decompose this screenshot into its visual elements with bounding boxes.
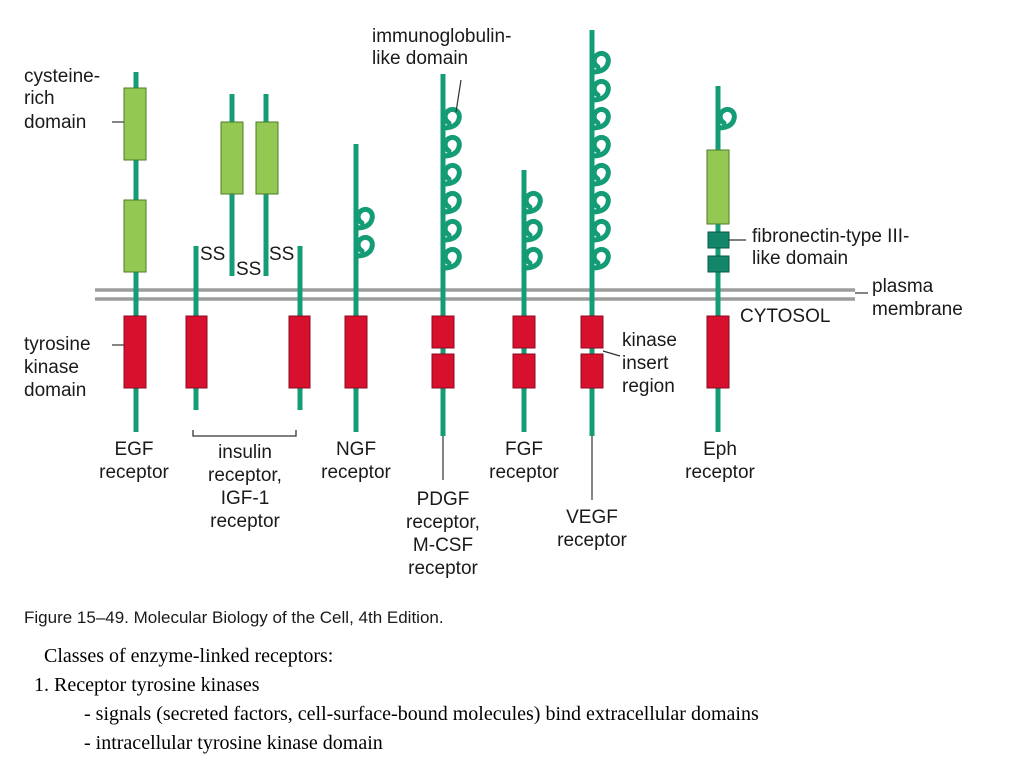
vegf-name-2: receptor — [557, 530, 627, 551]
ngf-receptor — [344, 144, 372, 432]
insulin-name-4: receptor — [210, 511, 280, 532]
pdgf-name-3: M-CSF — [413, 535, 473, 556]
plasma-label-2: membrane — [872, 299, 963, 320]
cytosol-label: CYTOSOL — [740, 306, 830, 327]
egf-name-2: receptor — [99, 462, 169, 483]
vegf-receptor — [580, 30, 608, 500]
tyrosine-label-3: domain — [24, 380, 86, 401]
immunoglobulin-label-2: like domain — [372, 48, 468, 69]
leader-lines — [112, 79, 868, 357]
bracket — [192, 430, 297, 437]
fibronectin-label-2: like domain — [752, 248, 848, 269]
plasma-membrane — [95, 288, 855, 301]
insulin-name-3: IGF-1 — [221, 488, 270, 509]
ss-bond-label: SS — [269, 244, 294, 265]
kinase-insert-label-3: region — [622, 376, 675, 397]
receptor-diagram: SS SS SS — [24, 26, 963, 579]
slide-notes: Classes of enzyme-linked receptors: 1. R… — [34, 642, 759, 758]
ss-bond-label: SS — [236, 259, 261, 280]
tyrosine-kinase-domain — [123, 315, 147, 389]
fibronectin-label-1: fibronectin-type III- — [752, 226, 909, 247]
plasma-label-1: plasma — [872, 276, 934, 297]
insulin-name-2: receptor, — [208, 465, 282, 486]
immunoglobulin-label-1: immunoglobulin- — [372, 26, 511, 47]
cysteine-label-1: cysteine- — [24, 66, 100, 87]
notes-item-1: 1. Receptor tyrosine kinases — [34, 674, 260, 696]
kinase-insert-label-1: kinase — [622, 330, 677, 351]
cysteine-label-3: domain — [24, 112, 86, 133]
tyrosine-label-2: kinase — [24, 357, 79, 378]
fgf-receptor — [512, 170, 540, 432]
egf-name-1: EGF — [114, 439, 153, 460]
eph-name-2: receptor — [685, 462, 755, 483]
fgf-name-2: receptor — [489, 462, 559, 483]
ss-bond-label: SS — [200, 244, 225, 265]
fgf-name-1: FGF — [505, 439, 543, 460]
ngf-name-1: NGF — [336, 439, 376, 460]
cysteine-rich-domain-1 — [123, 87, 147, 161]
cysteine-label-2: rich — [24, 88, 55, 109]
vegf-name-1: VEGF — [566, 507, 618, 528]
insulin-receptor: SS SS SS — [185, 94, 311, 437]
notes-bullet-2: - intracellular tyrosine kinase domain — [84, 732, 383, 754]
insulin-name-1: insulin — [218, 442, 272, 463]
kinase-insert-label-2: insert — [622, 353, 669, 374]
eph-name-1: Eph — [703, 439, 737, 460]
eph-receptor — [706, 86, 734, 432]
pdgf-name-1: PDGF — [417, 489, 470, 510]
pdgf-name-2: receptor, — [406, 512, 480, 533]
pdgf-name-4: receptor — [408, 558, 478, 579]
figure-caption: Figure 15–49. Molecular Biology of the C… — [24, 608, 444, 627]
notes-bullet-1: - signals (secreted factors, cell-surfac… — [84, 703, 759, 725]
egf-receptor — [123, 72, 147, 432]
pdgf-receptor — [431, 74, 459, 480]
cysteine-rich-domain-2 — [123, 199, 147, 273]
fibronectin-domain-2 — [707, 255, 730, 273]
notes-heading: Classes of enzyme-linked receptors: — [44, 645, 334, 667]
tyrosine-label-1: tyrosine — [24, 334, 91, 355]
fibronectin-domain-1 — [707, 231, 730, 249]
ngf-name-2: receptor — [321, 462, 391, 483]
